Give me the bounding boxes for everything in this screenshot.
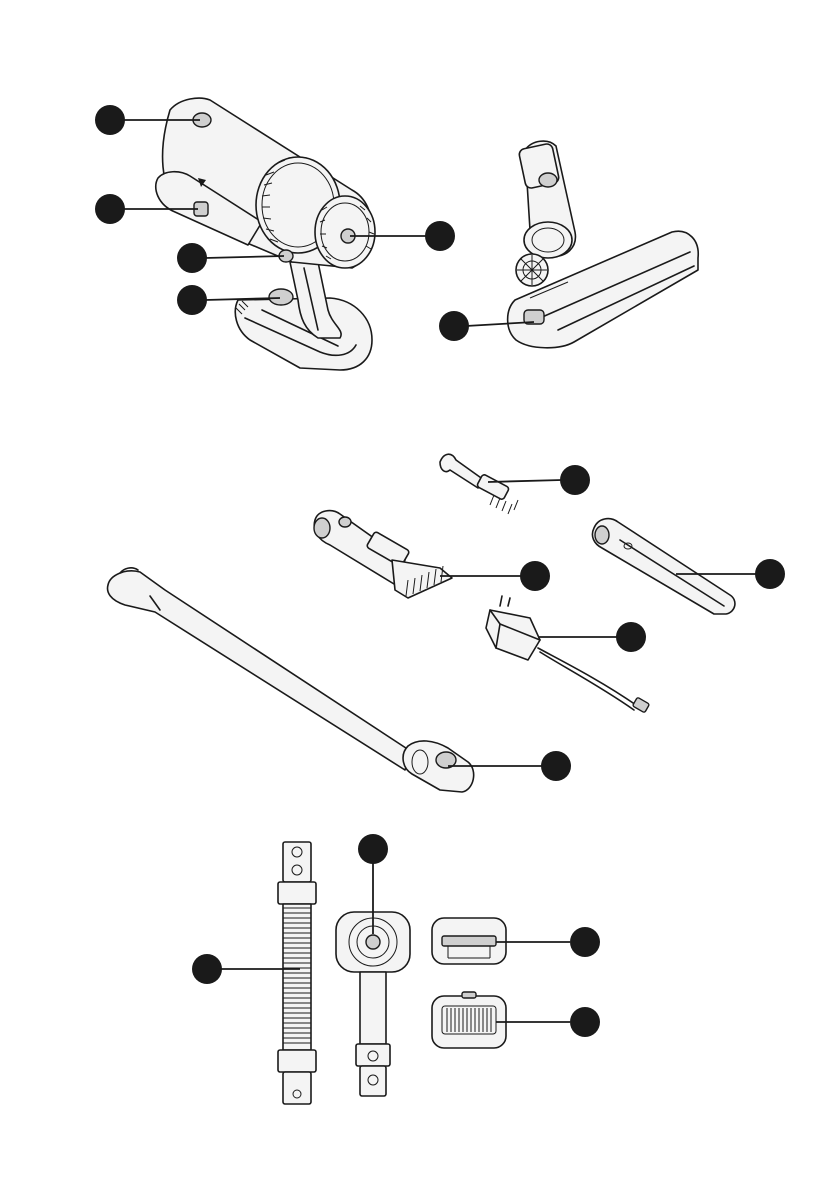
callout-main-unit-cyclone-filter [425,221,455,251]
extension-wand-tube [108,568,474,792]
callout-floor-head-light [439,311,469,341]
callout-filter-top [570,927,600,957]
callout-crevice-tool [755,559,785,589]
motorized-floor-head [508,141,699,348]
wall-mount-bracket [336,912,410,1096]
main-vacuum-unit [156,98,375,370]
callout-dusting-brush [560,465,590,495]
callout-main-unit-dustbin-release [177,243,207,273]
flexible-extension-hose [278,842,316,1104]
callout-main-unit-top-button [95,105,125,135]
power-adapter-charger [486,596,650,713]
callout-extension-tube [541,751,571,781]
callout-cleaning-tool [520,561,550,591]
callout-filter-bottom [570,1007,600,1037]
dusting-brush-tool [440,454,518,514]
wide-cleaning-tool [314,511,452,598]
callout-charger-adapter [616,622,646,652]
crevice-nozzle-tool [592,519,735,614]
callout-wall-mount-adapter [358,834,388,864]
callout-main-unit-side-switch [95,194,125,224]
hepa-filter-bottom [432,992,506,1048]
callout-flexible-hose [192,954,222,984]
hepa-filter-top [432,918,506,964]
callout-main-unit-base-button [177,285,207,315]
